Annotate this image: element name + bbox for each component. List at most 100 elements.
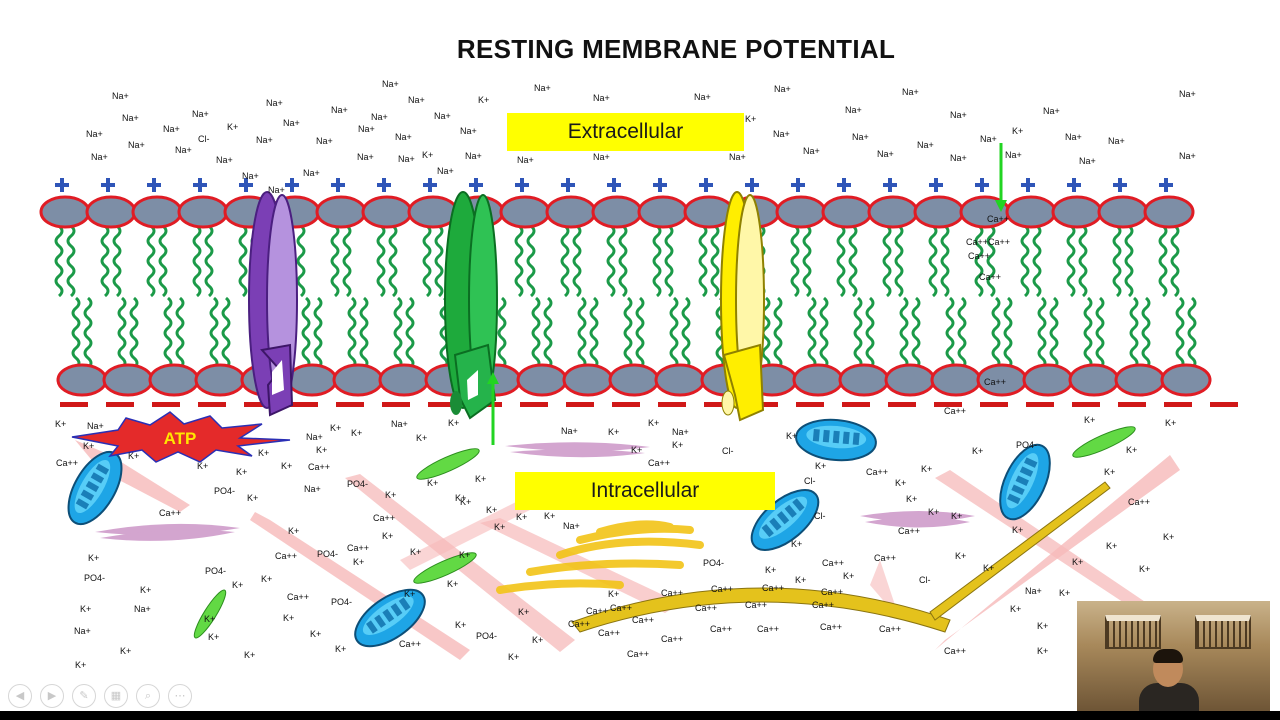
ion-label: K+	[815, 461, 827, 471]
ion-label: Ca++	[979, 272, 1002, 282]
ion-label: K+	[288, 526, 300, 536]
ion-label: K+	[1163, 532, 1175, 542]
ion-label: K+	[140, 585, 152, 595]
prev-arrow-icon[interactable]: ◀	[8, 684, 32, 708]
balcony-left	[1105, 615, 1161, 649]
ion-label: K+	[1104, 467, 1116, 477]
phospholipid-tails	[54, 224, 1197, 370]
ion-label: Na+	[266, 98, 283, 108]
ion-label: Na+	[845, 105, 862, 115]
ion-label: Ca++	[598, 628, 621, 638]
ion-label: Na+	[729, 152, 746, 162]
ion-label: Na+	[408, 95, 425, 105]
ion-label: K+	[455, 493, 467, 503]
green-ion-channel	[444, 191, 498, 420]
ion-label: Ca++	[627, 649, 650, 659]
slideshow-toolbar: ◀ ▶ ✎ ▦ ⌕ ⋯	[8, 684, 192, 708]
ion-label: K+	[475, 474, 487, 484]
ion-label: K+	[75, 660, 87, 670]
ion-label: K+	[1165, 418, 1177, 428]
ion-label: Na+	[803, 146, 820, 156]
balcony-right	[1195, 615, 1251, 649]
ion-label: Ca++	[898, 526, 921, 536]
purple-ion-channel	[248, 191, 298, 417]
ion-label: K+	[330, 423, 342, 433]
ion-label: K+	[427, 478, 439, 488]
ion-label: K+	[80, 604, 92, 614]
ion-label: K+	[1012, 525, 1024, 535]
ion-label: Na+	[391, 419, 408, 429]
ion-label: Na+	[593, 93, 610, 103]
ion-label: Na+	[517, 155, 534, 165]
ion-label: Ca++	[695, 603, 718, 613]
ion-label: K+	[791, 539, 803, 549]
golgi-apparatus	[95, 442, 975, 541]
ion-label: Ca++	[968, 251, 991, 261]
ion-label: K+	[631, 445, 643, 455]
ion-label: Na+	[316, 136, 333, 146]
ion-label: Na+	[950, 153, 967, 163]
ion-label: Na+	[398, 154, 415, 164]
ion-label: Na+	[1108, 136, 1125, 146]
ion-label: K+	[460, 497, 472, 507]
ion-label: Na+	[122, 113, 139, 123]
ion-label: Ca++	[711, 584, 734, 594]
ion-label: K+	[955, 551, 967, 561]
ion-label: K+	[351, 428, 363, 438]
ion-label: K+	[544, 511, 556, 521]
more-icon[interactable]: ⋯	[168, 684, 192, 708]
ion-label: K+	[404, 589, 416, 599]
atp-burst: ATP	[71, 411, 291, 463]
next-arrow-icon[interactable]: ▶	[40, 684, 64, 708]
ion-label: K+	[1072, 557, 1084, 567]
ion-label: K+	[1059, 588, 1071, 598]
ion-label: Cl-	[919, 575, 931, 585]
ion-label: K+	[128, 451, 140, 461]
ion-label: K+	[516, 512, 528, 522]
zoom-icon[interactable]: ⌕	[136, 684, 160, 708]
ion-label: Na+	[128, 140, 145, 150]
yellow-ion-channel	[720, 191, 765, 422]
ion-label: Na+	[672, 427, 689, 437]
ion-label: K+	[410, 547, 422, 557]
ion-label: PO4-	[84, 573, 106, 583]
ion-label: Cl-	[804, 476, 816, 486]
ion-label: K+	[459, 550, 471, 560]
ion-label: K+	[310, 629, 322, 639]
ion-label: K+	[244, 650, 256, 660]
ion-label: Ca++	[944, 406, 967, 416]
ion-label: K+	[1084, 415, 1096, 425]
ion-label: Na+	[358, 124, 375, 134]
ion-label: Na+	[192, 109, 209, 119]
ion-label: K+	[608, 427, 620, 437]
ion-label: Ca++	[287, 592, 310, 602]
ion-label: K+	[197, 461, 209, 471]
ion-label: Ca++	[710, 624, 733, 634]
ion-label: Ca++	[757, 624, 780, 634]
ion-label: Ca++	[648, 458, 671, 468]
ion-label: Ca++	[586, 606, 609, 616]
ion-label: K+	[921, 464, 933, 474]
ion-label: Na+	[561, 426, 578, 436]
ion-label: K+	[83, 441, 95, 451]
ion-label: K+	[261, 574, 273, 584]
pen-icon[interactable]: ✎	[72, 684, 96, 708]
ion-label: K+	[951, 511, 963, 521]
ion-label: Ca++	[812, 600, 835, 610]
ion-label: Ca++	[866, 467, 889, 477]
ion-label: K+	[843, 571, 855, 581]
ion-label: Na+	[593, 152, 610, 162]
slides-icon[interactable]: ▦	[104, 684, 128, 708]
ion-label: Na+	[283, 118, 300, 128]
sodium-potassium-pumps	[67, 418, 1051, 648]
ion-label: Na+	[331, 105, 348, 115]
ion-label: Na+	[134, 604, 151, 614]
ion-label: Ca++	[762, 583, 785, 593]
ion-label: K+	[448, 418, 460, 428]
ion-label: Na+	[74, 626, 91, 636]
ion-label: Ca++	[373, 513, 396, 523]
ion-label: Na+	[304, 484, 321, 494]
ion-label: Na+	[303, 168, 320, 178]
